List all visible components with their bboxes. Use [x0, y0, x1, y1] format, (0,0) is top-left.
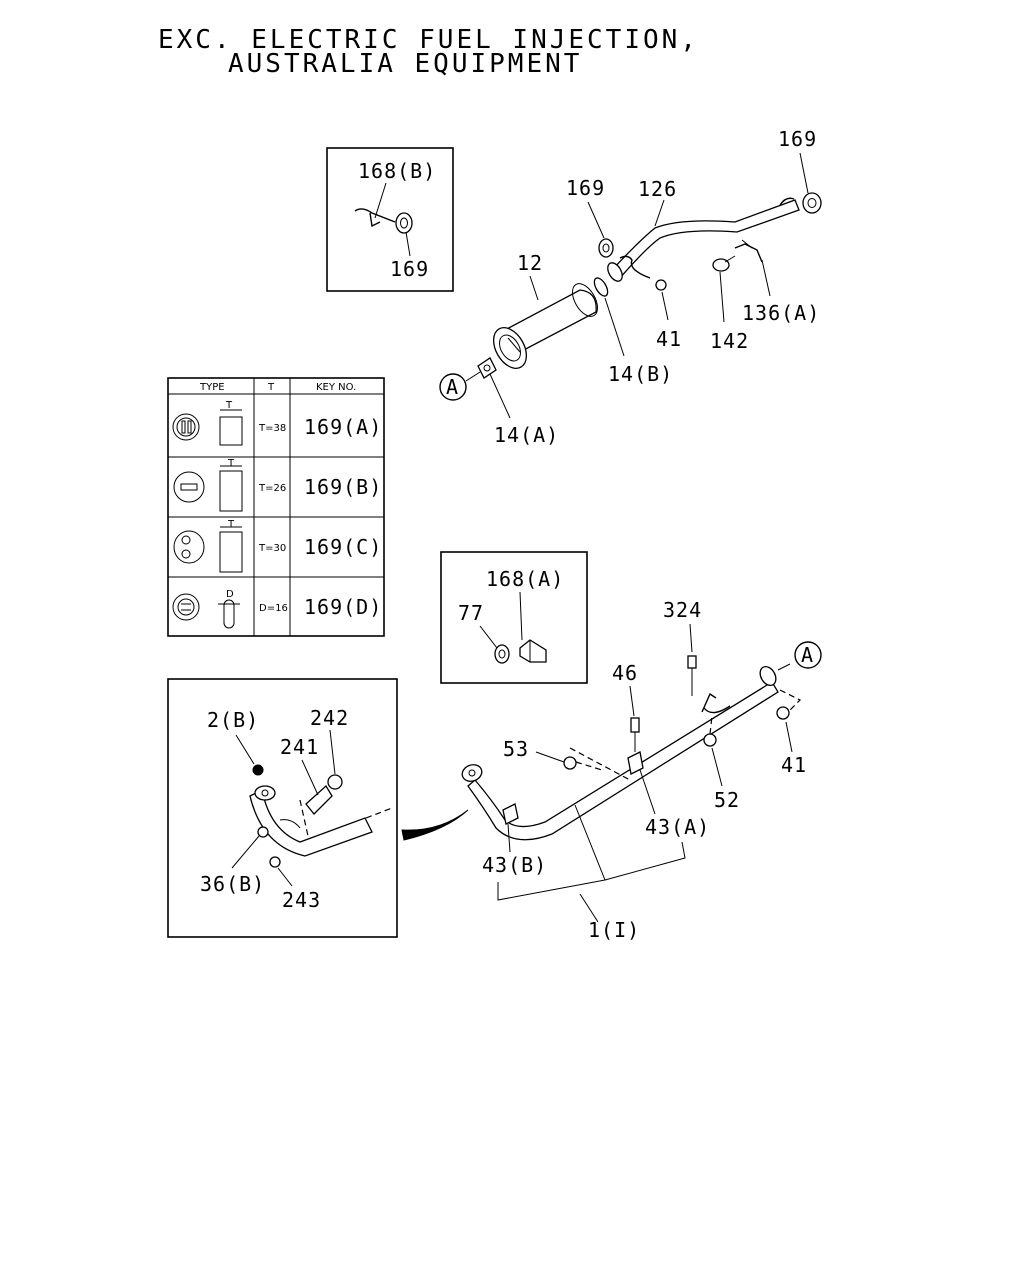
label-41-lower: 41 [781, 753, 807, 777]
label-169-top: 169 [778, 127, 817, 151]
inset-168b: 168(B) 169 [326, 147, 454, 292]
detail-arrow [401, 809, 469, 841]
label-14b: 14(B) [608, 362, 673, 386]
table-key-row2: 169(B) [304, 475, 382, 499]
circle-a-lower: A [801, 643, 814, 667]
table-t-row3: T=30 [258, 543, 286, 554]
table-t-row2: T=26 [258, 483, 286, 494]
lower-assembly: A 324 46 53 41 52 43(A) 43(B) 1(I) [461, 598, 822, 942]
table-header-t: T [267, 382, 275, 393]
label-12: 12 [517, 251, 543, 275]
dim-d-row4: D [226, 589, 234, 600]
key-table: TYPE T KEY NO. T T=38 169(A) T T=26 169(… [167, 377, 385, 637]
inset-168a: 168(A) 77 [440, 551, 588, 684]
label-1i: 1(I) [588, 918, 640, 942]
label-43b: 43(B) [482, 853, 547, 877]
upper-assembly: A 169 169 126 12 41 142 136(A) 14(B) 14(… [439, 127, 822, 447]
inset-front-pipe: 2(B) 242 241 36(B) 243 [167, 678, 398, 938]
dim-t-row2: T [227, 458, 235, 469]
table-key-row4: 169(D) [304, 595, 382, 619]
label-43a: 43(A) [645, 815, 710, 839]
label-126: 126 [638, 177, 677, 201]
label-243: 243 [282, 888, 321, 912]
table-key-row1: 169(A) [304, 415, 382, 439]
table-t-row1: T=38 [258, 423, 286, 434]
title-line-2: AUSTRALIA EQUIPMENT [228, 49, 582, 79]
label-2b: 2(B) [207, 708, 259, 732]
dim-t-row1: T [225, 400, 233, 411]
label-52: 52 [714, 788, 740, 812]
label-77: 77 [458, 601, 484, 625]
title-line-1: EXC. ELECTRIC FUEL INJECTION, [158, 25, 699, 55]
label-36b: 36(B) [200, 872, 265, 896]
table-t-row4: D=16 [259, 603, 288, 614]
label-324: 324 [663, 598, 702, 622]
circle-a-upper: A [446, 375, 459, 399]
label-242: 242 [310, 706, 349, 730]
label-142: 142 [710, 329, 749, 353]
table-header-key: KEY NO. [316, 382, 356, 393]
label-53: 53 [503, 737, 529, 761]
label-46: 46 [612, 661, 638, 685]
label-241: 241 [280, 735, 319, 759]
label-169-inset: 169 [390, 257, 429, 281]
table-key-row3: 169(C) [304, 535, 382, 559]
label-136a: 136(A) [742, 301, 820, 325]
label-14a: 14(A) [494, 423, 559, 447]
label-168a: 168(A) [486, 567, 564, 591]
table-header-type: TYPE [199, 382, 225, 393]
label-168b: 168(B) [358, 159, 436, 183]
label-169-mid: 169 [566, 176, 605, 200]
dim-t-row3: T [227, 519, 235, 530]
label-41-upper: 41 [656, 327, 682, 351]
